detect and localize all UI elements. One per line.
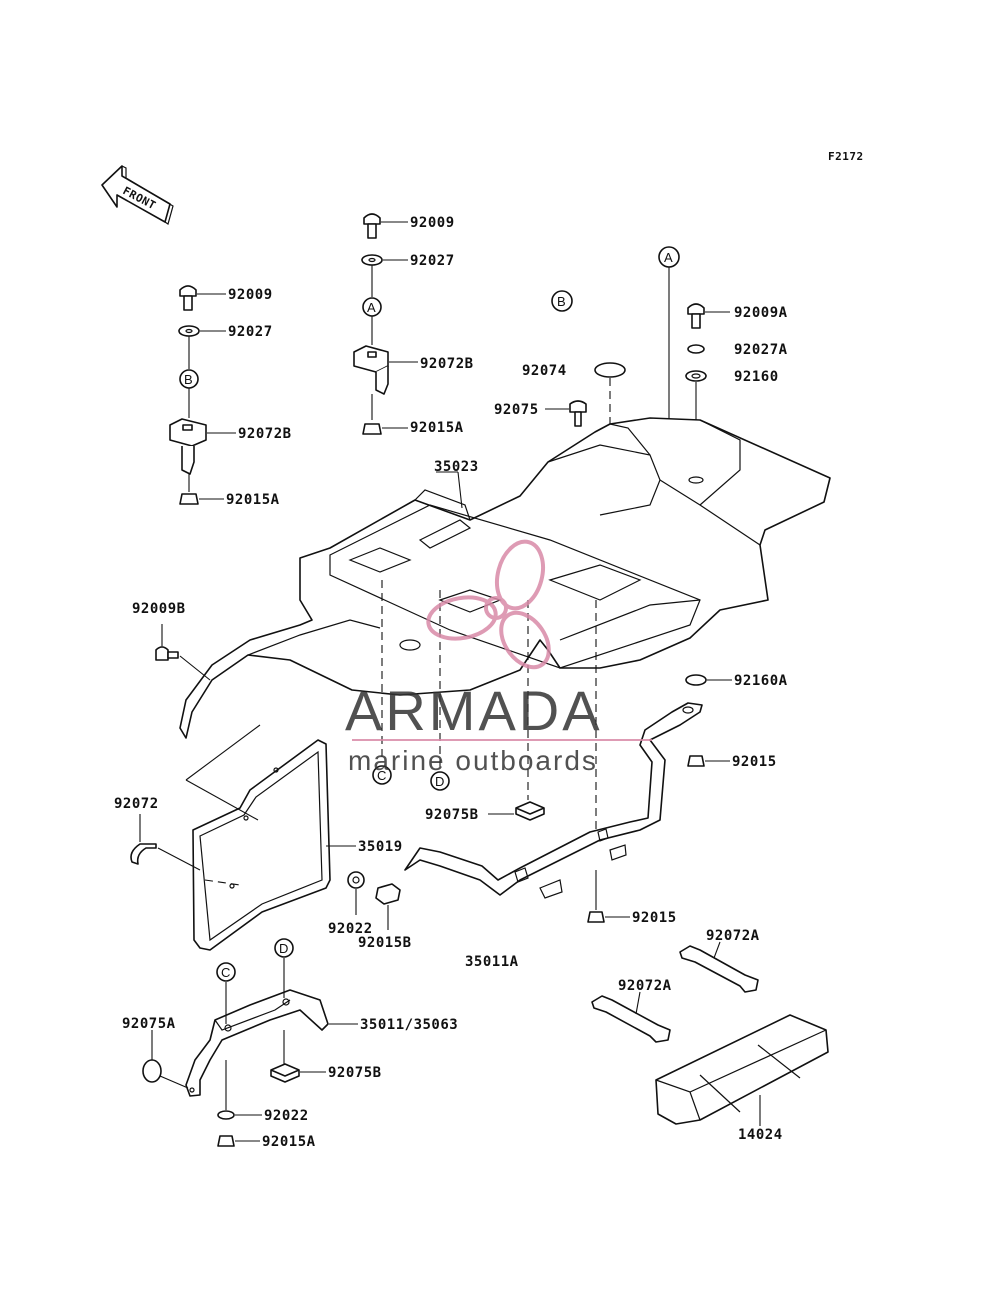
- front-arrow-icon: FRONT: [101, 165, 174, 225]
- label-92022-mid: 92022: [328, 921, 373, 937]
- clip-92072: [130, 814, 201, 871]
- label-92022-low: 92022: [264, 1108, 309, 1124]
- strap-92072a-lower: [591, 991, 671, 1043]
- washer-92022-mid: [347, 871, 365, 889]
- nut-92015b: [375, 883, 401, 905]
- right-fastener-stack: [685, 303, 730, 478]
- bolt-92009b: [155, 624, 211, 681]
- nut-92015a-low: [217, 1135, 235, 1147]
- ref-d-mid: D: [435, 774, 444, 789]
- mid-fastener-stack: A: [353, 213, 418, 435]
- label-92009a: 92009A: [734, 305, 788, 321]
- cap-92074: [594, 362, 626, 378]
- label-92009-mid: 92009: [410, 215, 455, 231]
- ref-b-mid: B: [557, 294, 566, 309]
- label-92072: 92072: [114, 796, 159, 812]
- label-92075: 92075: [494, 402, 539, 418]
- watermark-subtitle: marine outboards: [348, 745, 598, 776]
- label-92027a: 92027A: [734, 342, 788, 358]
- label-35011-35063: 35011/35063: [360, 1017, 458, 1033]
- label-92074: 92074: [522, 363, 567, 379]
- left-fastener-stack: B: [169, 285, 236, 505]
- ref-c-low: C: [221, 965, 230, 980]
- label-92075b-low: 92075B: [328, 1065, 382, 1081]
- label-92015-low: 92015: [632, 910, 677, 926]
- label-92075b-mid: 92075B: [425, 807, 479, 823]
- grommet-92160a: [685, 674, 707, 686]
- rear-fender-35023: [179, 417, 831, 739]
- label-92009-left: 92009: [228, 287, 273, 303]
- nut-92015-low: [587, 911, 605, 923]
- washer-92022-low: [217, 1110, 235, 1120]
- cap-92075a: [142, 1059, 162, 1083]
- label-35019: 35019: [358, 839, 403, 855]
- label-92160a: 92160A: [734, 673, 788, 689]
- bracket-35011-35063: [185, 958, 358, 1097]
- bracket-35011a: [404, 702, 703, 899]
- propeller-logo-icon: [426, 539, 551, 670]
- watermark: ARMADA marine outboards: [345, 539, 652, 776]
- strap-92072a-upper: [679, 941, 759, 993]
- label-92015a-low: 92015A: [262, 1134, 316, 1150]
- ref-a-right: A: [664, 250, 673, 265]
- label-92072b-left: 92072B: [238, 426, 292, 442]
- pad-14024: [655, 1014, 829, 1126]
- label-35023: 35023: [434, 459, 479, 475]
- label-92072a-upper: 92072A: [706, 928, 760, 944]
- label-92075a: 92075A: [122, 1016, 176, 1032]
- nut-92075b-low: [270, 1063, 300, 1083]
- label-92015-right: 92015: [732, 754, 777, 770]
- ref-c-mid: C: [377, 768, 386, 783]
- label-92015b: 92015B: [358, 935, 412, 951]
- ref-a-mid: A: [367, 300, 376, 315]
- label-92072a-lower: 92072A: [618, 978, 672, 994]
- label-92015a-mid: 92015A: [410, 420, 464, 436]
- label-92027-mid: 92027: [410, 253, 455, 269]
- label-92027-left: 92027: [228, 324, 273, 340]
- nut-92015-right: [687, 755, 705, 767]
- label-92160: 92160: [734, 369, 779, 385]
- figure-code: F2172: [828, 150, 864, 163]
- watermark-title: ARMADA: [345, 679, 603, 742]
- label-92072b-mid: 92072B: [420, 356, 474, 372]
- label-92009b: 92009B: [132, 601, 186, 617]
- ref-b-left: B: [184, 372, 193, 387]
- label-14024: 14024: [738, 1127, 783, 1143]
- pin-92075: [545, 400, 587, 427]
- label-35011a: 35011A: [465, 954, 519, 970]
- ref-d-low: D: [279, 941, 288, 956]
- label-92015a-left: 92015A: [226, 492, 280, 508]
- mud-flap-35019: [185, 724, 356, 951]
- nut-92075b-mid: [515, 801, 545, 821]
